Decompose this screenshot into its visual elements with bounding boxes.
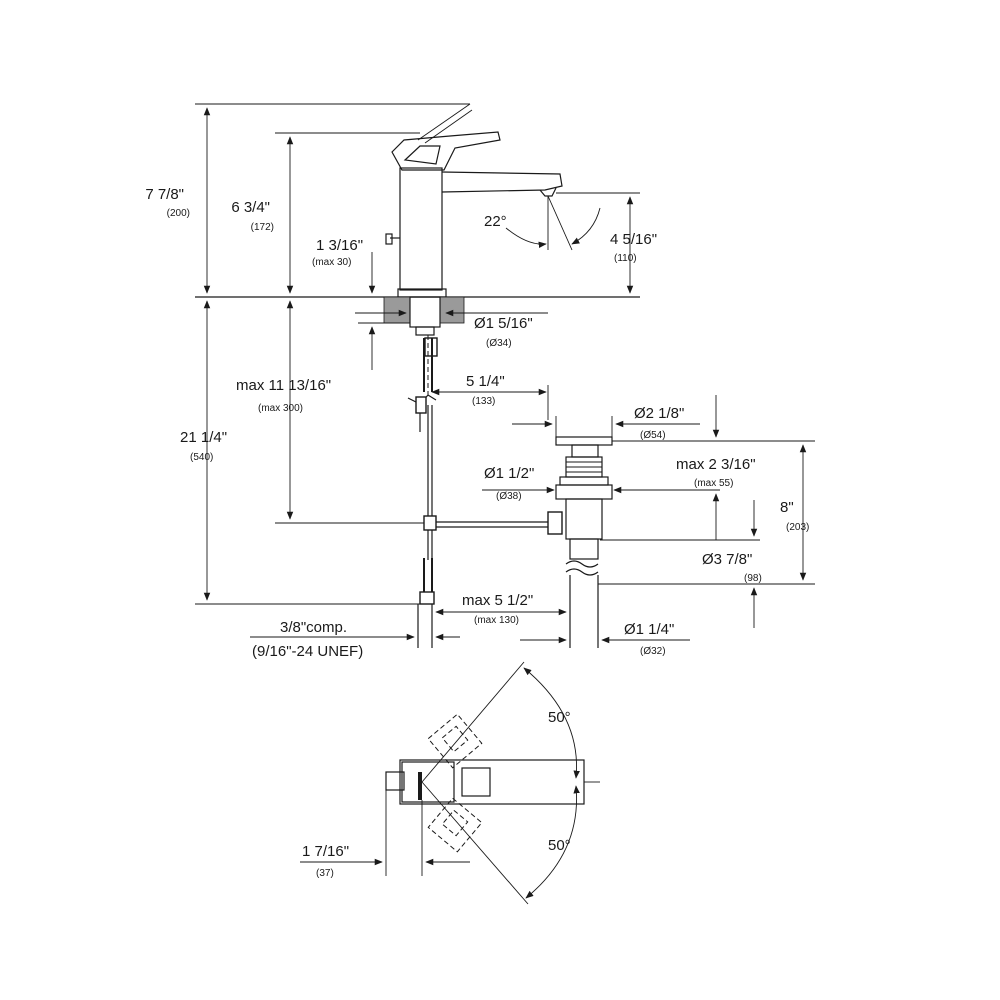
faucet-body <box>195 103 640 648</box>
supply-conn-thread: (9/16"-24 UNEF) <box>252 643 363 660</box>
deck-thickness-mm: (max 30) <box>312 257 351 268</box>
tailpiece-label: Ø1 1/4" <box>624 621 674 638</box>
drain-thread-label: Ø1 1/2" <box>484 465 534 482</box>
lever-rotation-top-label: 50° <box>548 709 571 726</box>
top-view <box>300 661 600 905</box>
dimension-labels: 7 7/8" (200) 6 3/4" (172) 1 3/16" (max 3… <box>145 186 809 879</box>
drain-assembly <box>547 436 613 648</box>
overall-height-label: 7 7/8" <box>145 186 184 203</box>
total-length-label: 21 1/4" <box>180 429 227 446</box>
lever-height-mm: (172) <box>251 222 274 233</box>
hole-diameter-label: Ø1 5/16" <box>474 315 533 332</box>
lever-rotation-bottom-label: 50° <box>548 837 571 854</box>
tailpiece-mm: (Ø32) <box>640 646 666 657</box>
drain-offset-mm: (133) <box>472 396 495 407</box>
max-tail-mm: (max 130) <box>474 615 519 626</box>
supply-conn-label: 3/8"comp. <box>280 619 347 636</box>
lever-offset-label: 1 7/16" <box>302 843 349 860</box>
flange-diameter-label: Ø2 1/8" <box>634 405 684 422</box>
flange-diameter-mm: (Ø54) <box>640 430 666 441</box>
spout-angle-label: 22° <box>484 213 507 230</box>
overall-height-mm: (200) <box>167 208 190 219</box>
drain-length-mm: (203) <box>786 522 809 533</box>
hole-diameter-mm: (Ø34) <box>486 338 512 349</box>
dimension-lines <box>195 103 815 644</box>
max-depth-label: max 2 3/16" <box>676 456 756 473</box>
drain-length-label: 8" <box>780 499 794 516</box>
max-depth-mm: (max 55) <box>694 478 733 489</box>
drain-thread-mm: (Ø38) <box>496 491 522 502</box>
spout-height-label: 4 5/16" <box>610 231 657 248</box>
drain-offset-label: 5 1/4" <box>466 373 505 390</box>
lever-height-label: 6 3/4" <box>231 199 270 216</box>
deck-thickness-label: 1 3/16" <box>316 237 363 254</box>
supply-length-label: max 11 13/16" <box>236 377 331 394</box>
max-tail-label: max 5 1/2" <box>462 592 533 609</box>
supply-length-mm: (max 300) <box>258 403 303 414</box>
trap-size-label: Ø3 7/8" <box>702 551 752 568</box>
total-length-mm: (540) <box>190 452 213 463</box>
spout-height-mm: (110) <box>614 253 637 264</box>
trap-size-mm: (98) <box>744 573 762 584</box>
lever-offset-mm: (37) <box>316 868 334 879</box>
